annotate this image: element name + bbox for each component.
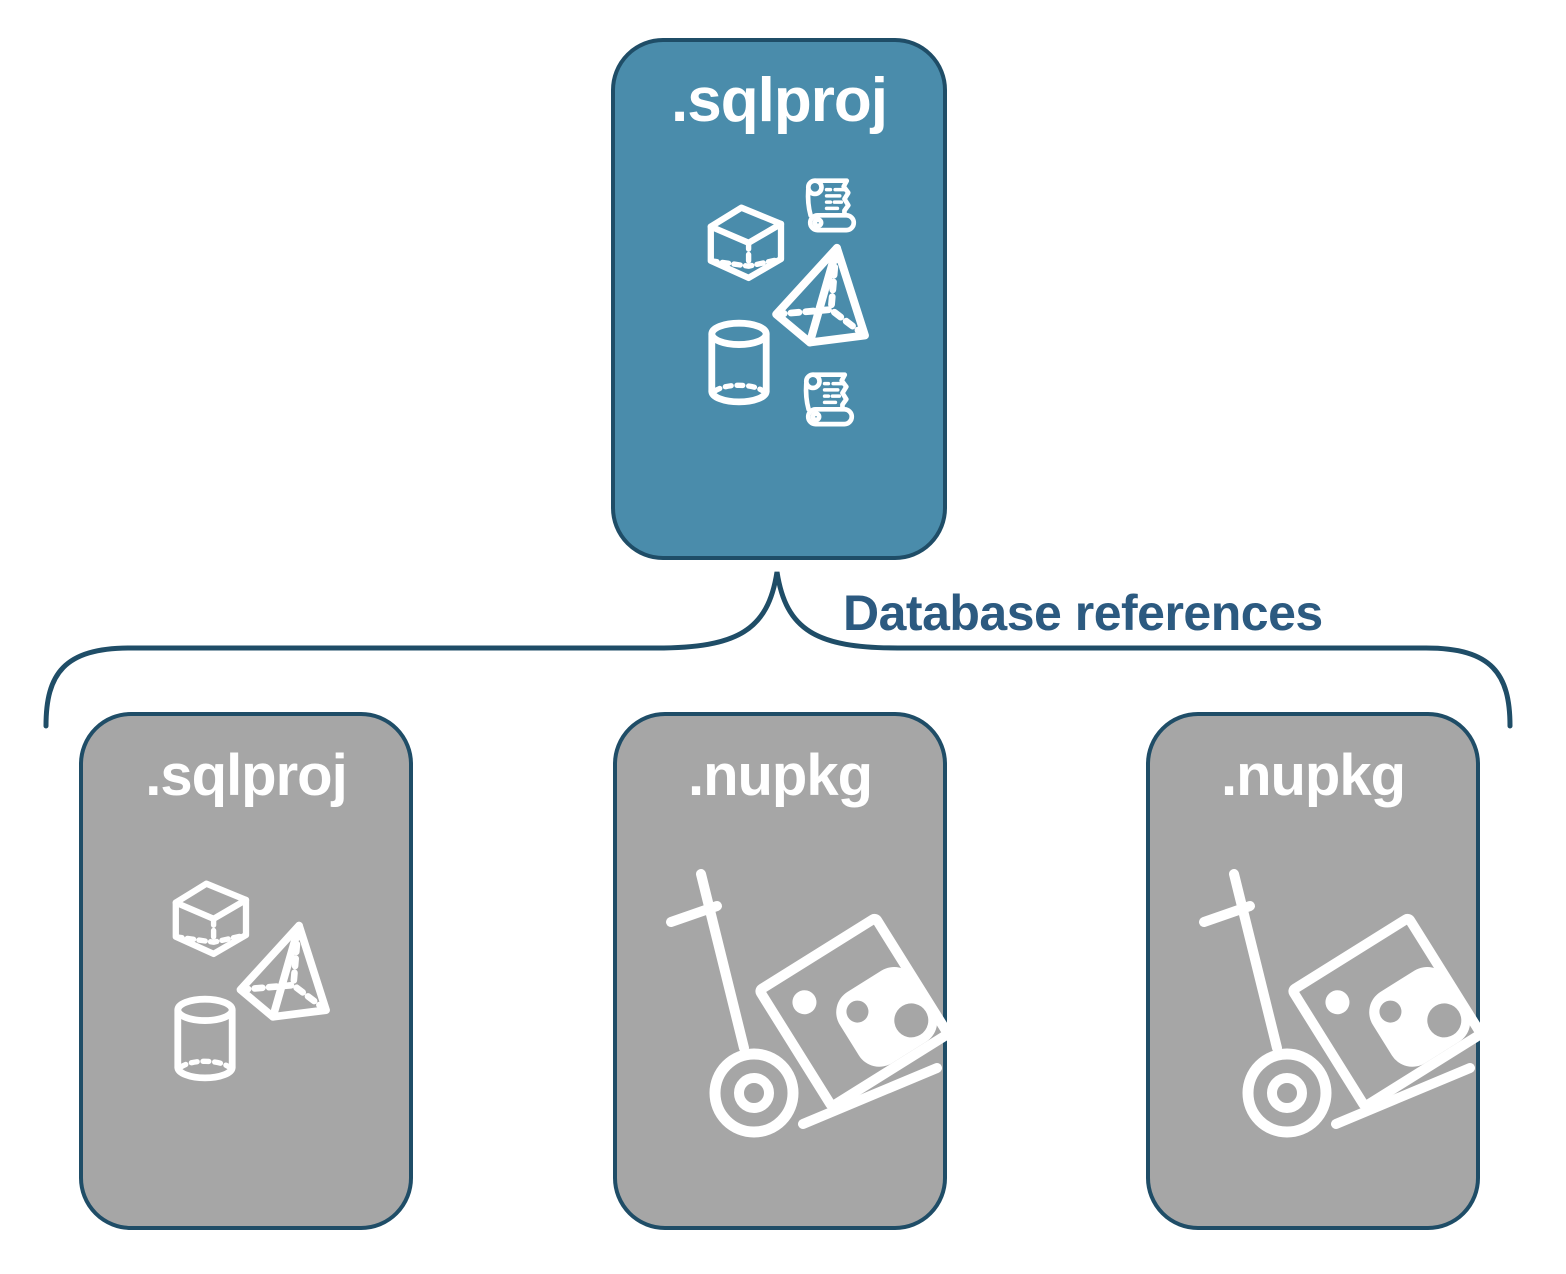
node-title: .nupkg (1220, 743, 1406, 808)
connector-label: Database references (843, 585, 1323, 641)
scroll-icon (797, 170, 867, 242)
scroll-icon (795, 364, 865, 436)
node-title: .sqlproj (671, 66, 888, 135)
package-dolly-icon (617, 716, 951, 1234)
node-sqlproj-root: .sqlproj (611, 38, 947, 560)
pyramid-icon (233, 918, 345, 1028)
node-sqlproj-reference: .sqlproj (79, 712, 413, 1230)
cylinder-icon (171, 994, 239, 1086)
node-nupkg-reference-1: .nupkg (613, 712, 947, 1230)
pyramid-icon (768, 240, 885, 354)
node-title: .sqlproj (145, 743, 347, 808)
package-dolly-icon (1150, 716, 1484, 1234)
cylinder-icon (705, 318, 773, 410)
node-title: .nupkg (687, 743, 873, 808)
node-nupkg-reference-2: .nupkg (1146, 712, 1480, 1230)
